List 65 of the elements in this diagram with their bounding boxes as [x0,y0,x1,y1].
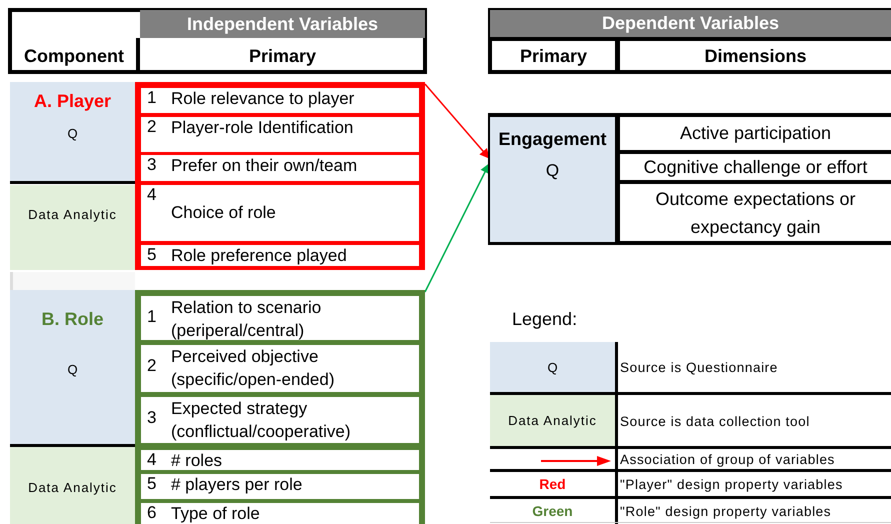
legend-sample: Q [490,342,615,392]
variable-text: Perceived objective (specific/open-ended) [171,346,336,391]
legend-text: Association of group of variables [620,451,888,469]
item-number: 5 [147,473,158,495]
variable-row [141,117,419,152]
item-number: 2 [147,116,158,138]
source-code: Q [66,360,79,378]
legend-text: "Role" design property variables [620,502,832,521]
variable-name: Engagement [497,128,608,151]
variable-row [141,450,419,470]
dimension-text: Active participation [678,122,832,145]
item-number: 1 [147,306,158,328]
column-header: Primary [248,44,318,68]
table-header: Dependent Variables [490,10,891,37]
legend-text: "Player" design property variables [620,476,844,494]
group-box [135,82,425,270]
variable-row [141,397,419,443]
variable-row [141,155,419,181]
legend-text: Source is Questionnaire [620,359,779,377]
variable-text: Type of role [171,503,261,524]
variable-row [141,245,419,266]
variable-row [141,503,419,524]
legend-sample: Green [531,502,574,520]
item-number: 2 [147,355,158,377]
dimension-text: Cognitive challenge or effort [642,156,868,179]
legend-sample: Data Analytic [490,395,615,446]
item-number: 1 [147,87,158,109]
variable-text: Player-role Identification [171,117,354,139]
legend-sample: Red [538,475,567,494]
source-code: Q [66,124,79,142]
component-name: B. Role [40,308,104,330]
variable-text: Prefer on their own/team [171,155,358,177]
variable-text: Expected strategy (conflictual/cooperative) [171,398,352,443]
legend-title: Legend: [512,308,578,331]
item-number: 5 [147,244,158,266]
group-box [135,290,425,524]
variable-text: Relation to scenario (periperal/central) [171,297,322,342]
column-header: Dimensions [703,44,808,68]
item-number: 3 [147,407,158,429]
item-number: 6 [147,502,158,524]
table-header: Independent Variables [140,10,425,38]
variable-text: Choice of role [171,202,277,224]
variable-row [141,474,419,499]
variable-row [141,345,419,392]
variable-text: Role preference played [171,245,348,267]
variable-row [141,296,419,340]
variable-text: # roles [171,450,224,472]
legend-text: Source is data collection tool [620,412,811,430]
column-header: Component [23,44,125,68]
component-name: A. Player [32,90,112,113]
variable-text: # players per role [171,474,304,496]
source-code: Q [544,160,560,182]
source-code: Data Analytic [27,478,118,497]
variable-row [141,185,419,241]
item-number: 3 [147,154,158,176]
variable-text: Role relevance to player [171,88,356,110]
arrow [424,84,490,159]
source-code: Data Analytic [27,206,118,224]
dimension-text: Outcome expectations or expectancy gain [654,188,857,239]
primary-cell [490,117,615,242]
arrow [424,163,490,292]
item-number: 4 [147,184,158,206]
column-header: Primary [518,44,588,68]
item-number: 4 [147,449,158,471]
variable-row [141,88,419,113]
